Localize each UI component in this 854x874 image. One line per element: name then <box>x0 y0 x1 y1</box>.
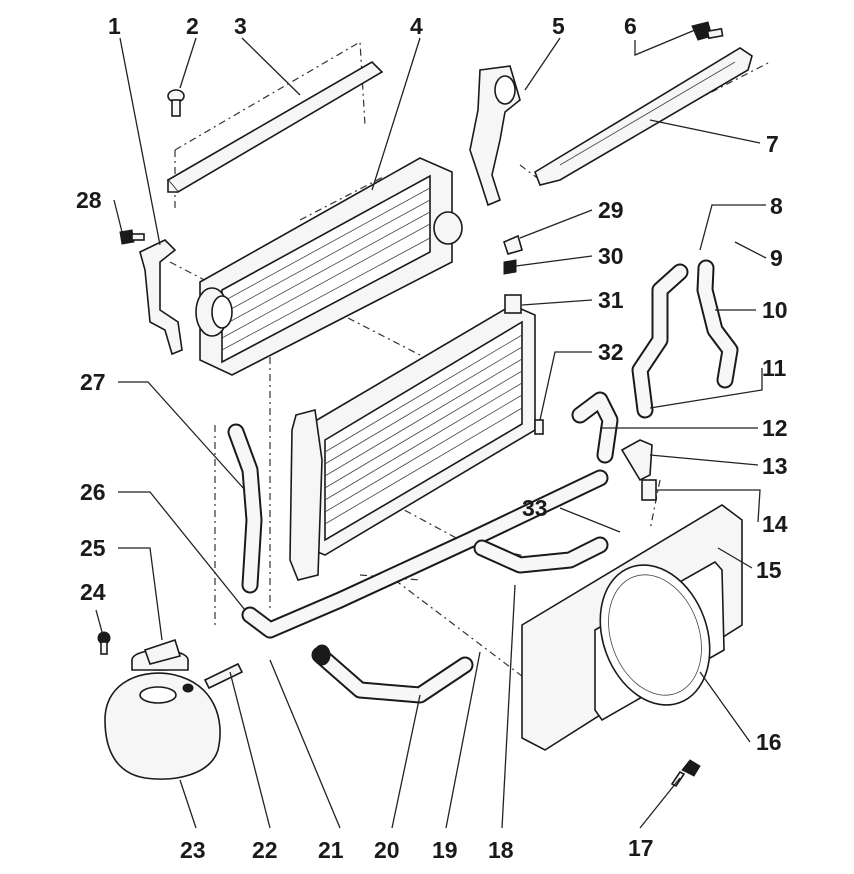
label-22: 22 <box>252 837 278 863</box>
part-7-long-bracket <box>534 47 753 186</box>
part-18-hose <box>473 536 609 574</box>
label-28: 28 <box>76 187 102 213</box>
label-26: 26 <box>80 479 106 505</box>
label-15: 15 <box>756 557 782 583</box>
part-12-hose <box>571 391 619 464</box>
part-6-bolt <box>691 21 724 41</box>
part-17-bolt <box>670 759 701 788</box>
label-18: 18 <box>488 837 514 863</box>
label-30: 30 <box>598 243 624 269</box>
part-26-hose <box>241 469 609 639</box>
label-10: 10 <box>762 297 788 323</box>
label-14: 14 <box>762 511 788 537</box>
label-25: 25 <box>80 535 106 561</box>
label-29: 29 <box>598 197 624 223</box>
part-27-hose <box>227 423 263 594</box>
label-5: 5 <box>552 13 565 39</box>
label-32: 32 <box>598 339 624 365</box>
part-22-sensor <box>203 662 244 690</box>
label-31: 31 <box>598 287 624 313</box>
label-19: 19 <box>432 837 458 863</box>
part-14-fitting <box>641 479 657 501</box>
part-labels: 1 2 3 4 5 6 7 8 9 10 11 12 13 14 15 16 1… <box>76 13 788 863</box>
label-11: 11 <box>762 355 787 381</box>
label-23: 23 <box>180 837 206 863</box>
label-4: 4 <box>410 13 423 39</box>
label-33: 33 <box>522 495 548 521</box>
label-16: 16 <box>756 729 782 755</box>
label-27: 27 <box>80 369 106 395</box>
part-28-bolt <box>119 229 145 245</box>
part-24-screw <box>97 631 111 655</box>
part-23-expansion-tank <box>104 672 221 780</box>
label-21: 21 <box>318 837 344 863</box>
label-1: 1 <box>108 13 121 39</box>
label-8: 8 <box>770 193 783 219</box>
part-4-intercooler <box>195 157 463 376</box>
label-12: 12 <box>762 415 788 441</box>
label-7: 7 <box>766 131 779 157</box>
part-30-bushing <box>503 259 517 275</box>
label-17: 17 <box>628 835 654 861</box>
part-25-cap <box>131 638 189 671</box>
part-2-screw <box>167 89 185 117</box>
label-9: 9 <box>770 245 783 271</box>
part-3-top-strip <box>166 60 384 194</box>
part-10-hoses <box>631 259 739 419</box>
label-13: 13 <box>762 453 788 479</box>
part-5-bracket <box>469 65 521 207</box>
label-2: 2 <box>186 13 199 39</box>
leader-lines <box>95 29 767 829</box>
label-6: 6 <box>624 13 637 39</box>
label-3: 3 <box>234 13 247 39</box>
part-16-fan-shroud <box>521 504 743 751</box>
part-1-side-bracket <box>139 239 183 356</box>
part-31-radiator <box>289 294 544 581</box>
label-20: 20 <box>374 837 400 863</box>
part-20-hose <box>311 644 474 704</box>
part-29-clip <box>503 234 523 255</box>
part-13-tee <box>620 439 653 482</box>
label-24: 24 <box>80 579 106 605</box>
